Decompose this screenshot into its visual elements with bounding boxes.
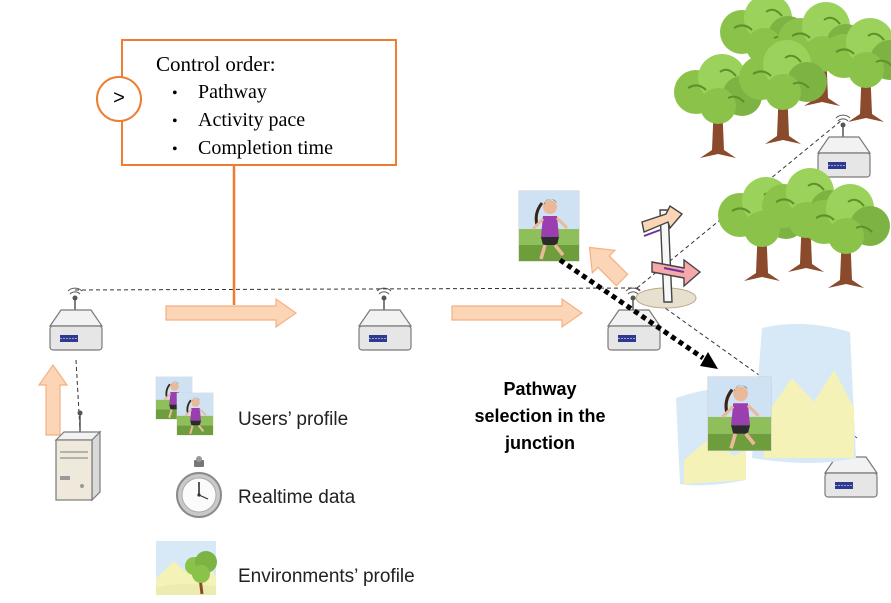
- signpost-icon: [635, 204, 702, 309]
- control-order-title: Control order:: [156, 52, 276, 76]
- link-upper-node: [636, 119, 843, 289]
- router-icon: [817, 114, 871, 178]
- control-item-activity-pace: Activity pace: [172, 108, 333, 136]
- landscape-icon: [156, 541, 217, 595]
- runner-photo-icon: [706, 375, 773, 453]
- users-profile-icon: [154, 375, 215, 437]
- flow-arrow-1: [165, 298, 297, 328]
- router-icon: [49, 287, 103, 351]
- legend-realtime-data: Realtime data: [238, 487, 356, 508]
- flow-arrow-diagonal: [588, 246, 629, 287]
- selected-path-arrow: [558, 257, 718, 369]
- legend-environments-profile: Environments’ profile: [238, 566, 415, 587]
- flow-arrow-2: [451, 298, 583, 328]
- control-item-pathway: Pathway: [172, 80, 333, 108]
- stopwatch-icon: [176, 456, 222, 518]
- runner-photo-icon: [517, 189, 581, 263]
- environment-photo: [752, 323, 856, 463]
- flow-arrow-up: [37, 363, 69, 436]
- router-icon: [358, 287, 412, 351]
- server-icon: [54, 410, 102, 502]
- legend-users-profile: Users’ profile: [238, 409, 349, 430]
- junction-label: Pathway selection in the junction: [474, 379, 606, 453]
- control-order-list: Pathway Activity pace Completion time: [172, 80, 333, 164]
- backbone-link: [74, 287, 638, 291]
- control-item-completion-time: Completion time: [172, 136, 333, 164]
- chevron-right-icon: >: [96, 76, 142, 122]
